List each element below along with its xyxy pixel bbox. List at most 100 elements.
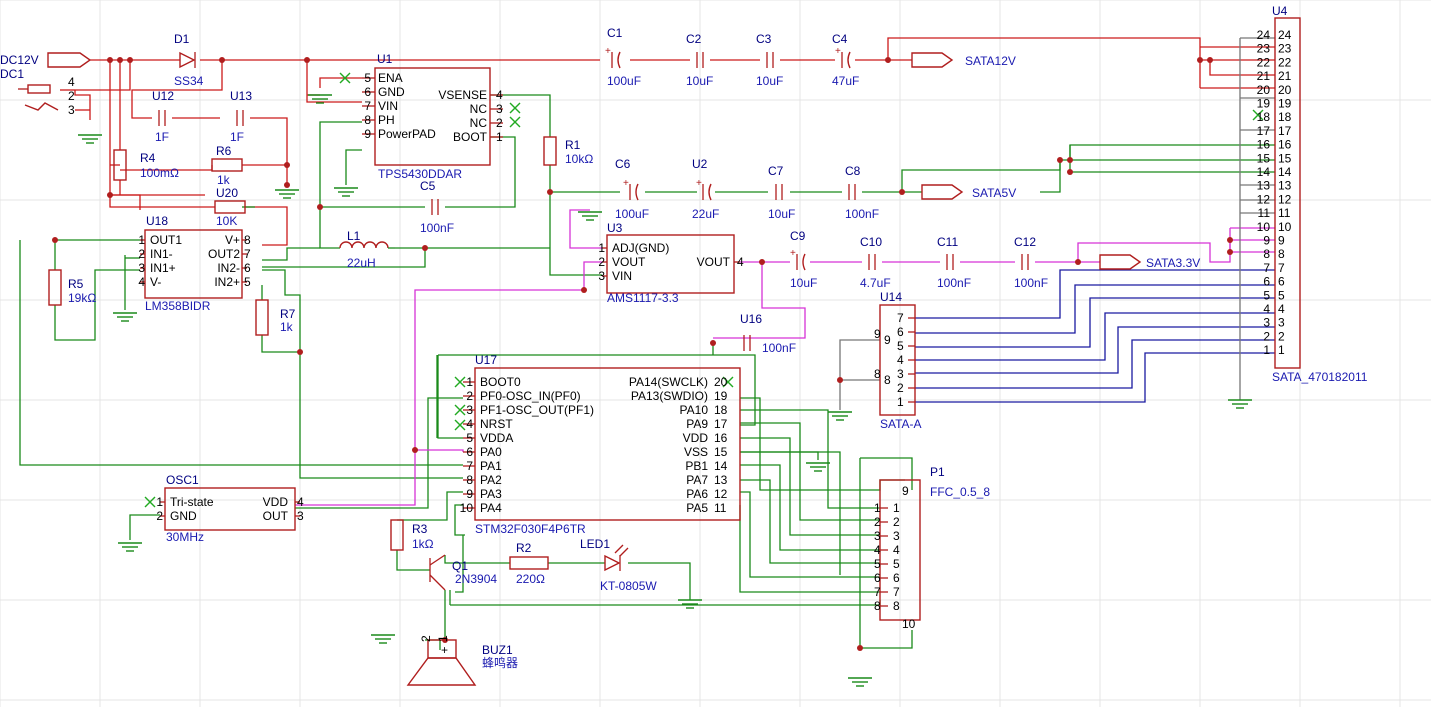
p1-pin-3: 3 [893,529,900,543]
p1-ref: P1 [930,465,945,479]
led-icon [604,544,629,572]
u3-pin-num-4: 4 [737,255,744,269]
p1-pin-5: 5 [893,557,900,571]
u17-pin-num-4: 4 [466,417,473,431]
svg-text:+: + [623,178,629,189]
buz1-value: 蜂鸣器 [482,655,518,670]
u1-pin-num-2: 2 [496,116,503,130]
r6-ref: R6 [216,144,232,158]
u17-pin-name-3: PF1-OSC_OUT(PF1) [480,403,594,417]
u4-pin-outer-18: 18 [1257,110,1271,124]
u18-pin-name-5: IN2+ [214,275,240,289]
u18-value: LM358BIDR [145,299,211,313]
u4-pin-outer-16: 16 [1257,138,1271,152]
u1-pin-num-3: 3 [496,102,503,116]
c5-capacitor-icon [431,199,439,215]
u17-pin-name-8: PA2 [480,473,502,487]
osc1-pin-name-1: Tri-state [170,495,214,509]
led1-ref: LED1 [580,537,610,551]
junction-dot [412,447,418,453]
junction-dot [284,162,290,168]
u4-pin-14: 14 [1278,165,1292,179]
c9-ref: C9 [790,229,806,243]
buz1-pin-1: 1 [436,635,450,642]
u17-pin-name-14: PB1 [685,459,708,473]
c9-capacitor-icon: + [790,248,806,271]
sata33v-net-label: SATA3.3V [1146,256,1200,270]
u17-pin-name-13: PA7 [686,473,708,487]
u16-ref: U16 [740,312,762,326]
c4-capacitor-icon: + [835,46,851,69]
p1-pin-1: 1 [893,501,900,515]
u17-pin-name-15: VSS [684,445,708,459]
c1-capacitor-icon: + [605,46,621,69]
svg-text:+: + [605,46,611,57]
junction-dot [297,349,303,355]
u17-pin-num-17: 17 [714,417,728,431]
junction-dot [1067,157,1073,163]
u4-pin-outer-13: 13 [1257,179,1271,193]
u17-pin-name-7: PA1 [480,459,502,473]
svg-text:+: + [790,248,796,259]
transistor-icon [429,554,446,591]
u17-pin-name-18: PA10 [680,403,709,417]
u17-pin-num-15: 15 [714,445,728,459]
u13-value: 1F [230,130,244,144]
c1-ref: C1 [607,26,623,40]
c12-capacitor-icon [1021,254,1029,270]
osc1-pin-name-4: VDD [263,495,289,509]
dc1-pin-2: 2 [68,89,75,103]
u4-pin-outer-11: 11 [1258,206,1271,220]
ground-symbols [78,94,1252,687]
no-connect-icon [509,102,521,114]
r7-resistor-icon [255,299,269,336]
junction-dot [581,287,587,293]
c8-value: 100nF [845,207,879,221]
r4-resistor-icon [113,149,127,181]
u17-pin-num-9: 9 [466,487,473,501]
c7-ref: C7 [768,164,784,178]
capacitors: +++++ [158,46,1029,351]
c9-value: 10uF [790,276,817,290]
u1-pin-name-3: NC [470,102,488,116]
u1-pin-name-2: NC [470,116,488,130]
junction-dot [1227,237,1233,243]
u17-ref: U17 [475,353,497,367]
ground-icon [828,411,852,421]
u17-pin-num-18: 18 [714,403,728,417]
p1-pin-outer-1: 1 [874,501,881,515]
dc1-pin-4: 4 [68,75,75,89]
u4-pin-outer-8: 8 [1263,247,1270,261]
ground-icon [1228,399,1252,409]
u4-pin-1: 1 [1278,343,1285,357]
u18-pin-num-4: 4 [138,275,145,289]
c6-capacitor-icon: + [623,178,639,201]
dc1-pin-3: 3 [68,103,75,117]
u4-value: SATA_470182011 [1272,370,1368,384]
u3-pin-name-3: VIN [612,269,632,283]
no-connect-icon [722,376,734,388]
no-connect-icon [339,72,351,84]
p1-pin-outer-4: 4 [874,543,881,557]
osc1-pin-num-2: 2 [156,509,163,523]
c2-value: 10uF [686,74,713,88]
ground-icon [78,134,102,144]
u17-pin-num-12: 12 [714,487,728,501]
c10-ref: C10 [860,235,882,249]
junction-dot [317,204,323,210]
u1-pin-num-8: 8 [364,113,371,127]
u17-pin-name-12: PA6 [686,487,708,501]
junction-dot [759,259,765,265]
c2-capacitor-icon [696,52,704,68]
p1-pin-outer-5: 5 [874,557,881,571]
u17-pin-name-20: PA14(SWCLK) [629,375,708,389]
u14-pin-6: 6 [897,325,904,339]
u17-pin-num-3: 3 [466,403,473,417]
u3-body [606,234,735,294]
u17-pin-num-13: 13 [714,473,728,487]
c4-value: 47uF [832,74,859,88]
r4-value: 100mΩ [140,166,179,180]
ground-icon [578,211,602,221]
u4-pin-outer-23: 23 [1257,42,1271,56]
no-connect-icon [454,419,466,431]
